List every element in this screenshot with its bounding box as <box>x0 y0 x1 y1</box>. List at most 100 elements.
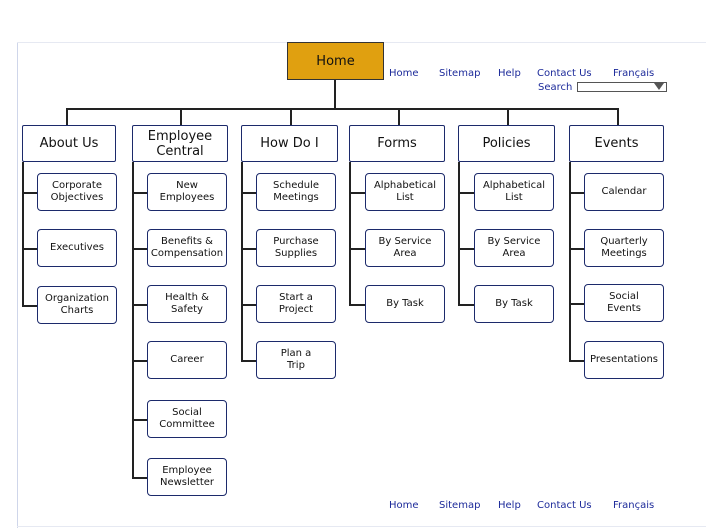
frame-border-bottom <box>17 526 706 527</box>
top-nav-francais[interactable]: Français <box>613 68 655 79</box>
search-input[interactable] <box>577 82 667 92</box>
branch-policies <box>458 162 460 305</box>
branch-events <box>569 162 571 361</box>
page-how-do-i-start-a-project[interactable]: Start a Project <box>256 285 336 323</box>
page-policies-by-task[interactable]: By Task <box>474 285 554 323</box>
page-label: Employee Newsletter <box>159 465 215 488</box>
branch-tick-employee-central-0 <box>132 192 147 194</box>
top-nav-sitemap[interactable]: Sitemap <box>439 68 481 79</box>
page-employee-central-social-committee[interactable]: Social Committee <box>147 400 227 438</box>
home-node-label: Home <box>316 53 355 69</box>
branch-tick-how-do-i-1 <box>241 248 256 250</box>
category-label: About Us <box>39 136 99 151</box>
page-forms-by-service-area[interactable]: By Service Area <box>365 229 445 267</box>
page-label: Plan a Trip <box>280 348 312 371</box>
page-policies-alphabetical-list[interactable]: Alphabetical List <box>474 173 554 211</box>
category-about-us[interactable]: About Us <box>22 125 116 162</box>
bottom-nav-home[interactable]: Home <box>389 500 419 511</box>
connector-how-do-i <box>290 108 292 125</box>
page-label: Alphabetical List <box>373 180 437 203</box>
page-label: Start a Project <box>278 292 314 315</box>
branch-tick-policies-2 <box>458 304 474 306</box>
connector-events <box>617 108 619 125</box>
branch-forms <box>349 162 351 305</box>
page-forms-alphabetical-list[interactable]: Alphabetical List <box>365 173 445 211</box>
bottom-nav-francais[interactable]: Français <box>613 500 655 511</box>
page-label: Benefits & Compensation <box>150 236 224 259</box>
connector-forms <box>398 108 400 125</box>
connector-about-us <box>66 108 68 125</box>
page-how-do-i-plan-a-trip[interactable]: Plan a Trip <box>256 341 336 379</box>
category-label: How Do I <box>260 136 319 151</box>
branch-tick-about-us-2 <box>22 305 37 307</box>
page-employee-central-new-employees[interactable]: New Employees <box>147 173 227 211</box>
page-label: Presentations <box>589 354 658 365</box>
top-nav-home[interactable]: Home <box>389 68 419 79</box>
page-policies-by-service-area[interactable]: By Service Area <box>474 229 554 267</box>
frame-border-left <box>17 42 18 528</box>
page-label: Social Committee <box>159 407 215 430</box>
bottom-nav-help[interactable]: Help <box>498 500 521 511</box>
page-label: By Task <box>495 298 533 309</box>
page-events-calendar[interactable]: Calendar <box>584 173 664 211</box>
connector-employee-central <box>180 108 182 125</box>
bottom-nav-contact-us[interactable]: Contact Us <box>537 500 592 511</box>
branch-employee-central <box>132 162 134 478</box>
page-events-presentations[interactable]: Presentations <box>584 341 664 379</box>
branch-tick-employee-central-2 <box>132 304 147 306</box>
page-about-us-organization-charts[interactable]: Organization Charts <box>37 286 117 324</box>
page-label: Alphabetical List <box>482 180 546 203</box>
branch-tick-forms-0 <box>349 192 365 194</box>
branch-tick-policies-0 <box>458 192 474 194</box>
page-employee-central-health-safety[interactable]: Health & Safety <box>147 285 227 323</box>
top-nav-help[interactable]: Help <box>498 68 521 79</box>
page-label: Organization Charts <box>45 293 109 316</box>
category-forms[interactable]: Forms <box>349 125 445 162</box>
search-dropdown-icon[interactable] <box>654 83 664 90</box>
category-label: Events <box>594 136 639 151</box>
page-how-do-i-schedule-meetings[interactable]: Schedule Meetings <box>256 173 336 211</box>
branch-tick-how-do-i-3 <box>241 360 256 362</box>
top-nav-contact-us[interactable]: Contact Us <box>537 68 592 79</box>
connector-policies <box>507 108 509 125</box>
branch-tick-events-3 <box>569 360 584 362</box>
page-label: By Service Area <box>487 236 541 259</box>
branch-tick-events-2 <box>569 303 584 305</box>
connector-home-trunk <box>334 80 336 109</box>
category-policies[interactable]: Policies <box>458 125 555 162</box>
page-label: Calendar <box>601 186 647 197</box>
branch-tick-employee-central-4 <box>132 419 147 421</box>
branch-tick-how-do-i-2 <box>241 304 256 306</box>
branch-about-us <box>22 162 24 306</box>
page-about-us-corporate-objectives[interactable]: Corporate Objectives <box>37 173 117 211</box>
page-label: New Employees <box>159 180 215 203</box>
page-label: Quarterly Meetings <box>600 236 648 259</box>
page-forms-by-task[interactable]: By Task <box>365 285 445 323</box>
branch-tick-employee-central-1 <box>132 248 147 250</box>
page-about-us-executives[interactable]: Executives <box>37 229 117 267</box>
page-employee-central-career[interactable]: Career <box>147 341 227 379</box>
page-employee-central-employee-newsletter[interactable]: Employee Newsletter <box>147 458 227 496</box>
branch-tick-how-do-i-0 <box>241 192 256 194</box>
category-label: Forms <box>377 136 417 151</box>
bottom-nav-sitemap[interactable]: Sitemap <box>439 500 481 511</box>
category-label: Employee Central <box>147 128 213 159</box>
page-label: Social Events <box>607 291 641 314</box>
page-events-social-events[interactable]: Social Events <box>584 284 664 322</box>
search-label: Search <box>538 82 573 93</box>
page-employee-central-benefits-compensation[interactable]: Benefits & Compensation <box>147 229 227 267</box>
page-how-do-i-purchase-supplies[interactable]: Purchase Supplies <box>256 229 336 267</box>
branch-tick-employee-central-5 <box>132 477 147 479</box>
branch-tick-forms-2 <box>349 304 365 306</box>
category-label: Policies <box>482 136 531 151</box>
branch-tick-employee-central-3 <box>132 360 147 362</box>
home-node[interactable]: Home <box>287 42 384 80</box>
page-events-quarterly-meetings[interactable]: Quarterly Meetings <box>584 229 664 267</box>
category-events[interactable]: Events <box>569 125 664 162</box>
category-how-do-i[interactable]: How Do I <box>241 125 338 162</box>
branch-how-do-i <box>241 162 243 361</box>
page-label: Corporate Objectives <box>50 180 104 203</box>
branch-tick-forms-1 <box>349 248 365 250</box>
category-employee-central[interactable]: Employee Central <box>132 125 228 162</box>
branch-tick-about-us-1 <box>22 248 37 250</box>
